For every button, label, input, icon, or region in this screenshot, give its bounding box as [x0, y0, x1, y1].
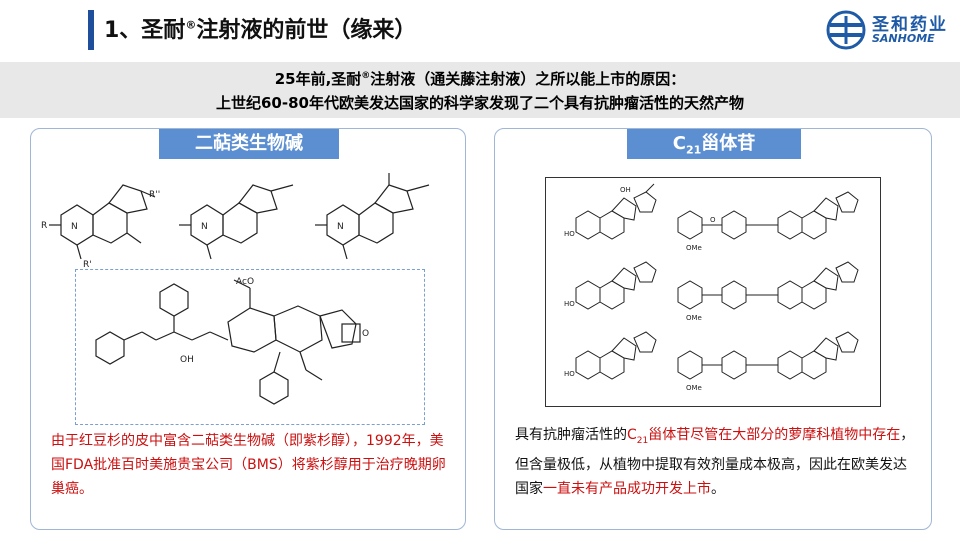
struct-label-n-1: N: [71, 222, 78, 232]
struct-label-n-2: N: [201, 222, 208, 232]
glycoside-label-ome-1: OMe: [686, 244, 702, 252]
glycoside-label-ho-2: HO: [564, 300, 575, 308]
glycoside-label-ome-3: OMe: [686, 384, 702, 392]
panel-tag-diterpenoid: 二萜类生物碱: [159, 129, 339, 159]
glycoside-label-ho-1: HO: [564, 230, 575, 238]
logo-english-text: SANHOME: [872, 32, 935, 45]
paclitaxel-label-aco: AcO: [236, 277, 254, 287]
logo-chinese-text: 圣和药业: [872, 15, 948, 35]
diterpenoid-alkaloid-panel: 二萜类生物碱 R: [30, 128, 466, 530]
struct-label-r-double-prime: R'': [149, 190, 160, 200]
paclitaxel-structure: OH AcO O: [95, 277, 369, 405]
glycoside-label-ho-3: HO: [564, 370, 575, 378]
company-logo: 圣和药业 SANHOME: [826, 10, 950, 50]
panel-tag-c21-steroid: C21甾体苷: [627, 129, 801, 159]
struct-label-r-prime: R': [83, 260, 92, 270]
summary-banner: 25年前,圣耐®注射液（通关藤注射液）之所以能上市的原因： 上世纪60-80年代…: [0, 62, 960, 118]
logo-mark-icon: [826, 10, 866, 50]
c21-glycoside-structures-frame: HO HO HO OH OMe OMe OMe O: [545, 177, 881, 407]
c21-glycoside-description: 具有抗肿瘤活性的C21甾体苷尽管在大部分的萝摩科植物中存在，但含量极低，从植物中…: [515, 427, 915, 497]
alkaloid-skeleton-structures: R R'' R' N N N: [41, 173, 430, 270]
title-accent-bar: [88, 10, 94, 50]
glycoside-label-ome-2: OMe: [686, 314, 702, 322]
glycoside-label-o-1: O: [710, 216, 716, 224]
paclitaxel-description: 由于红豆杉的皮中富含二萜类生物碱（即紫杉醇），1992年，美国FDA批准百时美施…: [51, 433, 446, 497]
banner-line-1: 25年前,圣耐®注射液（通关藤注射液）之所以能上市的原因：: [274, 70, 686, 88]
paclitaxel-label-oh: OH: [180, 355, 194, 365]
c21-glycoside-structures: HO HO HO OH OMe OMe OMe O: [564, 183, 859, 392]
paclitaxel-label-o: O: [362, 329, 369, 339]
struct-label-r: R: [41, 221, 47, 231]
glycoside-label-oh-1: OH: [620, 186, 631, 194]
banner-line-2: 上世纪60-80年代欧美发达国家的科学家发现了二个具有抗肿瘤活性的天然产物: [216, 94, 744, 112]
page-title: 1、圣耐®注射液的前世（缘来）: [104, 18, 417, 43]
paclitaxel-structure-frame: OH AcO O: [75, 269, 425, 425]
c21-steroid-glycoside-panel: C21甾体苷: [494, 128, 932, 530]
struct-label-n-3: N: [337, 222, 344, 232]
